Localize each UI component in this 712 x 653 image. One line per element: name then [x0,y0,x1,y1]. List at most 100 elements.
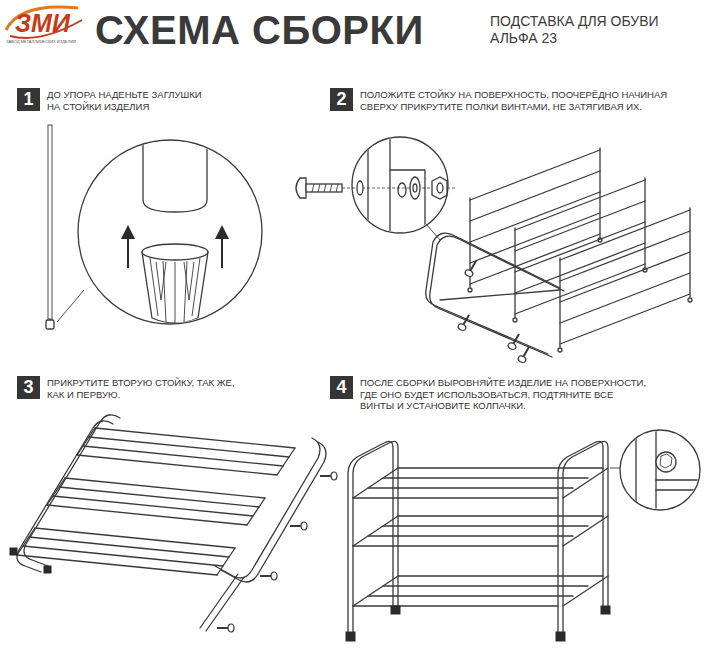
direction-arrow [221,232,223,268]
washer [410,177,420,199]
product-name: ПОДСТАВКА ДЛЯ ОБУВИ АЛЬФА 23 [490,13,695,47]
shelf-rod [470,213,600,263]
step-instruction: 3ПРИКРУТИТЕ ВТОРУЮ СТОЙКУ, ТАК ЖЕ, КАК И… [17,376,247,402]
nut [432,177,447,199]
bolt-hole [398,183,406,197]
shelf-rod [77,455,277,475]
end-cap [346,632,355,641]
leader-line [610,468,621,469]
cross-rod [440,290,560,300]
screw [320,472,337,480]
shelf-rod [398,467,603,468]
rack-post [48,125,52,319]
instruction-text: ПОЛОЖИТЕ СТОЙКУ НА ПОВЕРХНОСТЬ, ПООЧЕРЁД… [360,89,675,112]
cap-body [142,252,208,323]
shelf-rail [277,448,295,475]
bolt-cap [656,452,676,472]
washer [357,181,363,195]
post-section [368,120,390,260]
cap-top [142,244,208,260]
step1-illustration [46,120,262,329]
leader-line [57,290,84,322]
washer [413,184,417,192]
screw [457,313,472,332]
step-number: 3 [17,376,40,399]
shelf-rod [368,487,573,488]
screw [517,345,532,364]
shelf-rail [353,468,398,498]
bolt-thread [312,184,338,192]
logo-swoosh [6,7,82,38]
shelf-rod [470,150,600,200]
step-number: 1 [17,88,40,111]
step-number: 4 [330,376,353,399]
cap-ribs [156,262,194,300]
end-cap [391,606,400,614]
side-stand [426,233,560,354]
end-cap [10,548,17,555]
shelf-panel [468,148,602,292]
direction-arrow [127,232,129,268]
zoom-detail [142,120,208,324]
bolt-shaft [306,184,342,192]
post-end [143,120,207,212]
bolt-cap [660,454,672,468]
leader-line [426,224,440,240]
side-stand [24,415,120,566]
shelf-panel [513,178,647,322]
step4-illustration [346,420,710,641]
logo-subtext: ЗАВОД МЕТАЛЛИЧЕСКИХ ИЗДЕЛИЙ [6,39,76,44]
rod-end [468,288,472,292]
logo-text: ЗМИ [15,9,70,37]
cap-ribs [150,258,200,324]
end-cap [44,566,51,573]
shelf-rod [470,171,600,221]
shelf-rail [563,468,608,498]
screw [290,522,307,530]
shelf-rod [656,489,710,490]
diagram-title: СХЕМА СБОРКИ [95,8,424,52]
screw [507,332,522,351]
post-section [636,420,656,530]
step3-illustration [10,415,337,632]
screw [260,572,277,580]
company-logo: ЗМИ ЗАВОД МЕТАЛЛИЧЕСКИХ ИЗДЕЛИЙ [6,6,90,46]
cross-rod [206,577,244,631]
end-cap [556,632,565,641]
side-stand [221,442,326,582]
shelf-rod [89,437,289,457]
cross-rod [200,574,238,628]
instruction-text: ПОСЛЕ СБОРКИ ВЫРОВНЯЙТЕ ИЗДЕЛИЕ НА ПОВЕР… [360,377,648,412]
shelf-rod [95,428,295,448]
side-stand [348,441,393,640]
shelf-panel [558,208,692,352]
zoom-circle [620,430,700,510]
end-cap [601,606,610,614]
shelf [353,468,608,498]
zoom-detail [368,120,425,260]
shelf-rod [383,477,588,478]
shelf-rod [353,497,558,498]
zoom-circle [352,137,448,233]
step-instruction: 4 ПОСЛЕ СБОРКИ ВЫРОВНЯЙТЕ ИЗДЕЛИЕ НА ПОВЕ… [330,376,648,414]
shelf [47,478,265,525]
screw [464,259,479,278]
nut [437,183,443,193]
shelf-rod [656,479,710,480]
side-stand [558,441,603,640]
step-instruction: 2 ПОЛОЖИТЕ СТОЙКУ НА ПОВЕРХНОСТЬ, ПООЧЕРЁ… [330,88,675,114]
shelf [353,576,608,606]
shelf [77,428,295,475]
side-stand [17,421,113,572]
screw [217,624,234,632]
shelf-plate [390,170,425,240]
shelf-rod [83,446,283,466]
shelf-rod [470,192,600,242]
step2-illustration [296,120,692,364]
instruction-text: ДО УПОРА НАДЕНЬТЕ ЗАГЛУШКИ НА СТОЙКИ ИЗД… [47,89,207,112]
end-cap [46,320,54,329]
step-instruction: 1 ДО УПОРА НАДЕНЬТЕ ЗАГЛУШКИ НА СТОЙКИ ИЗ… [17,88,207,114]
shelf [353,516,608,546]
shelf [17,528,235,575]
step-number: 2 [330,88,353,111]
